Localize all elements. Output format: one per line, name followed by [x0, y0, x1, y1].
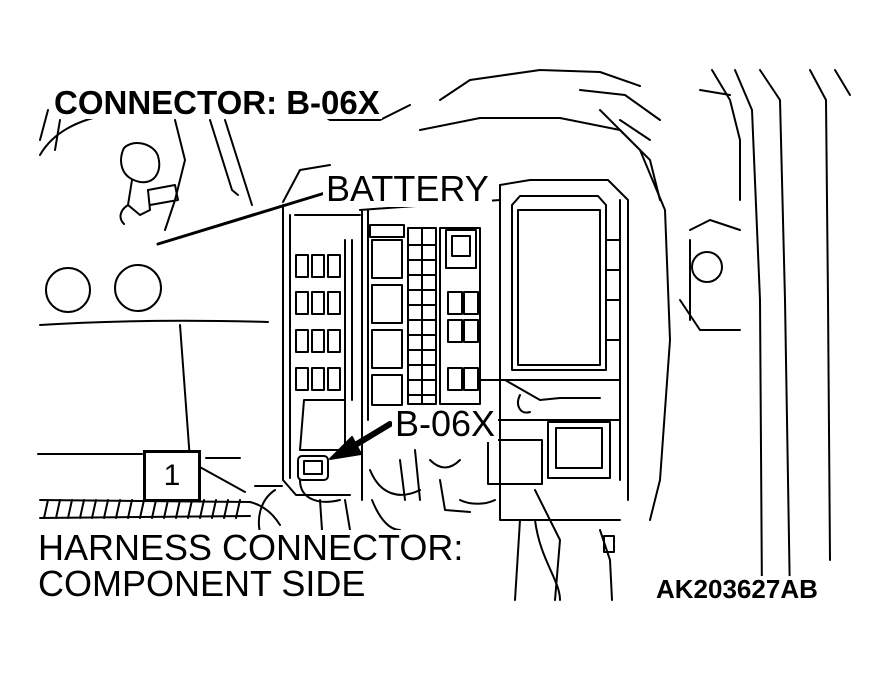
battery-label: BATTERY	[323, 171, 492, 207]
pointer-arrow	[329, 421, 393, 460]
small-relays	[445, 229, 479, 391]
mounting-holes	[45, 251, 723, 313]
fuse-row-left	[295, 239, 353, 401]
figure-code: AK203627AB	[656, 574, 818, 604]
maxi-fuses	[369, 224, 405, 406]
body-panel-outline	[39, 69, 671, 521]
lower-relay	[487, 421, 621, 601]
connector-callout: B-06X	[392, 406, 499, 442]
right-panel-lines	[679, 69, 851, 601]
mini-fuse-column	[407, 227, 481, 405]
leader-lines	[37, 191, 327, 493]
connector-title: CONNECTOR: B-06X	[52, 84, 382, 121]
wire-harness	[39, 449, 561, 601]
relay-box-large	[504, 195, 621, 414]
connector-b06x	[297, 399, 346, 481]
item-number-box: 1	[143, 450, 201, 502]
harness-caption-line2: COMPONENT SIDE	[38, 563, 366, 604]
clamp-bracket	[119, 141, 179, 225]
harness-caption-line1: HARNESS CONNECTOR:	[38, 527, 464, 568]
